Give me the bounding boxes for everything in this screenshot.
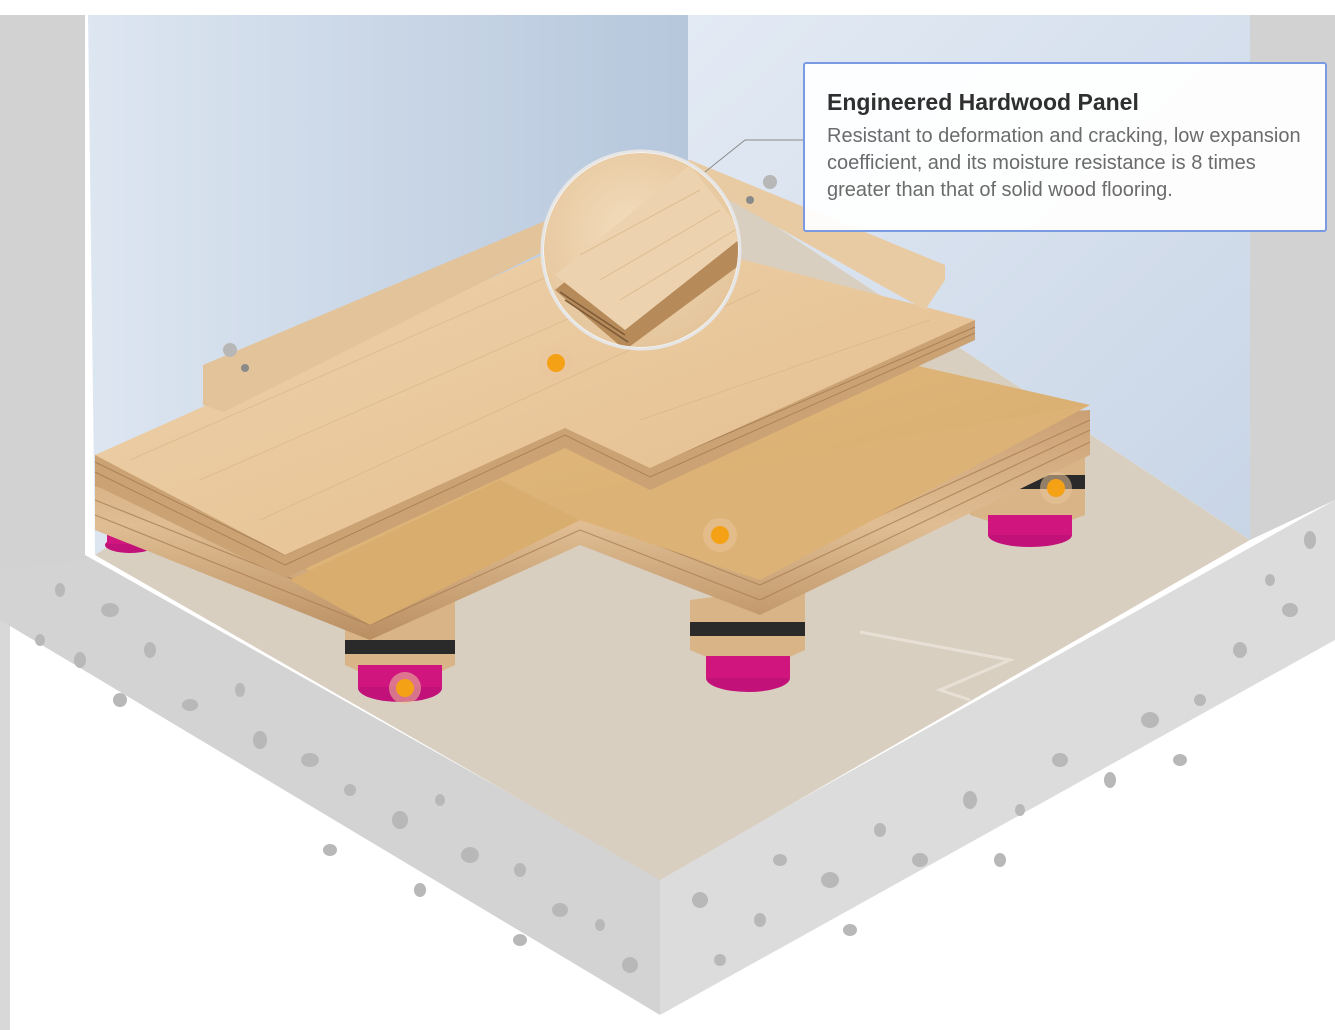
hotspot-engineered-hardwood-panel[interactable] — [539, 346, 573, 380]
info-callout: Engineered Hardwood Panel Resistant to d… — [803, 62, 1327, 232]
concrete-slab — [0, 500, 1335, 1030]
leader-line — [704, 139, 803, 173]
hotspot-front-pedestal[interactable] — [389, 672, 421, 704]
info-title: Engineered Hardwood Panel — [827, 89, 1139, 115]
hotspot-plywood-subfloor[interactable] — [703, 518, 737, 552]
magnifier-lens — [540, 149, 742, 351]
hotspot-right-pedestal[interactable] — [1040, 472, 1072, 504]
pedestal-middle — [690, 585, 805, 692]
info-description: Resistant to deformation and cracking, l… — [827, 125, 1301, 201]
